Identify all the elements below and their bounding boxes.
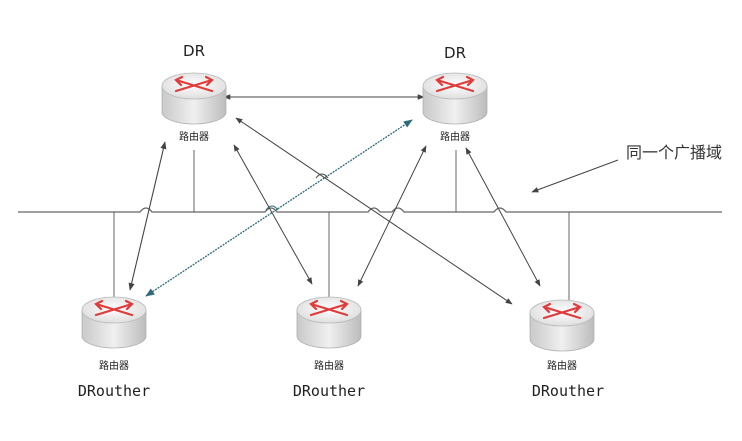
router-role-label: DRouther	[532, 382, 604, 400]
router-role-label: DR	[183, 42, 205, 60]
router-role-label: DR	[444, 44, 466, 62]
router-dr2[interactable]: DR 路由器	[422, 44, 488, 143]
link-dr1-dro2	[233, 144, 313, 285]
router-caption: 路由器	[314, 359, 344, 372]
link-dr2-dro3	[465, 147, 541, 287]
router-icon	[81, 296, 147, 349]
crossing-hop	[265, 205, 279, 211]
router-drouther-2[interactable]: 路由器 DRouther	[293, 296, 365, 400]
router-icon	[161, 72, 227, 125]
router-icon	[422, 72, 488, 125]
router-dr1[interactable]: DR 路由器	[161, 42, 227, 143]
link-dr2-dro2	[357, 145, 427, 287]
router-icon	[529, 299, 595, 352]
crossing-hop	[315, 173, 329, 179]
router-caption: 路由器	[547, 359, 577, 372]
link-dr1-dro1	[128, 141, 167, 291]
router-icon	[296, 296, 362, 349]
router-caption: 路由器	[179, 130, 209, 143]
router-drouther-1[interactable]: 路由器 DRouther	[78, 296, 150, 400]
domain-label: 同一个广播域	[626, 143, 722, 162]
domain-pointer-arrow	[531, 159, 619, 193]
router-caption: 路由器	[440, 130, 470, 143]
router-role-label: DRouther	[78, 382, 150, 400]
router-caption: 路由器	[99, 359, 129, 372]
router-role-label: DRouther	[293, 382, 365, 400]
router-drouther-3[interactable]: 路由器 DRouther	[529, 299, 604, 400]
